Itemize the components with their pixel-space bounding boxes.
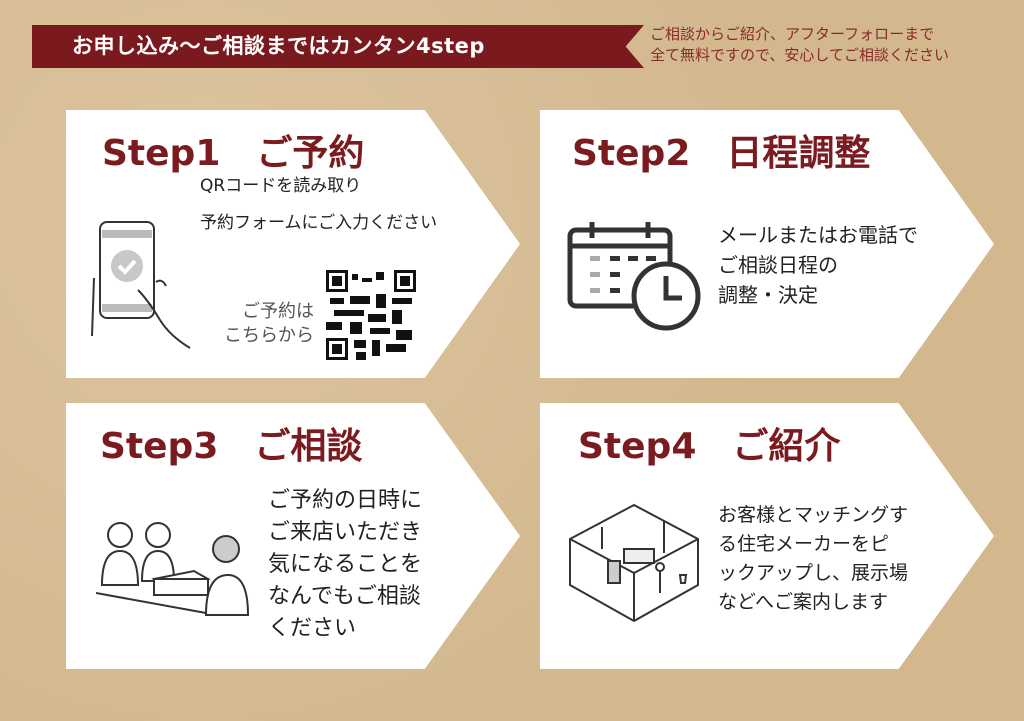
- smartphone-tap-icon: [91, 221, 191, 349]
- text-line: メールまたはお電話で: [718, 223, 918, 247]
- text-line: QRコードを読み取り: [200, 176, 362, 196]
- note-line: ご相談からご紹介、アフターフォローまで: [650, 25, 935, 43]
- note-line: 全て無料ですので、安心してご相談ください: [650, 46, 949, 64]
- step3-text: ご予約の日時に ご来店いただき 気になることを なんでもご相談 ください: [268, 485, 422, 645]
- text-line: ご来店いただき: [268, 520, 423, 545]
- step1-title: Step1 ご予約: [102, 133, 365, 174]
- consultation-people-icon: [96, 522, 250, 616]
- step3-title: Step3 ご相談: [100, 426, 363, 467]
- step4-title: Step4 ご紹介: [578, 426, 841, 467]
- step4-text: お客様とマッチングす る住宅メーカーをピ ックアップし、展示場 などへご案内しま…: [718, 501, 908, 617]
- text-line: 気になることを: [268, 552, 423, 577]
- header-banner: お申し込み〜ご相談まではカンタン4step: [32, 25, 644, 68]
- step2-title: Step2 日程調整: [572, 133, 871, 174]
- text-line: ご予約の日時に: [268, 488, 423, 513]
- qr-code[interactable]: [326, 270, 416, 360]
- text-line: ください: [268, 616, 357, 641]
- text-line: こちらから: [224, 325, 314, 346]
- text-line: 予約フォームにご入力ください: [200, 213, 438, 233]
- qr-label: ご予約は こちらから: [214, 300, 314, 348]
- text-line: なんでもご相談: [268, 584, 421, 609]
- text-line: ックアップし、展示場: [718, 562, 909, 584]
- banner-title: お申し込み〜ご相談まではカンタン4step: [72, 34, 485, 58]
- step1-text: QRコードを読み取り 予約フォームにご入力ください: [200, 168, 437, 242]
- model-house-room-icon: [569, 503, 699, 623]
- text-line: お客様とマッチングす: [718, 504, 909, 526]
- step1-card: Step1 ご予約 QRコードを読み取り 予約フォームにご入力ください ご予約は…: [66, 110, 520, 378]
- text-line: る住宅メーカーをピ: [718, 533, 890, 555]
- text-line: ご予約は: [242, 301, 314, 322]
- text-line: などへご案内します: [718, 591, 889, 613]
- step2-card: Step2 日程調整 メールまたはお電話で ご相談日程の 調整・決定: [540, 110, 994, 378]
- step4-card: Step4 ご紹介 お客様とマッチングす る住宅メーカーをピ ックアップし、展示…: [540, 403, 994, 669]
- step3-card: Step3 ご相談 ご予約の日時に ご来店いただき 気になることを なんでもご相…: [66, 403, 520, 669]
- calendar-clock-icon: [567, 222, 701, 331]
- step2-text: メールまたはお電話で ご相談日程の 調整・決定: [718, 220, 918, 310]
- text-line: ご相談日程の: [718, 253, 838, 277]
- free-service-note: ご相談からご紹介、アフターフォローまで 全て無料ですので、安心してご相談ください: [650, 24, 949, 66]
- text-line: 調整・決定: [718, 283, 818, 307]
